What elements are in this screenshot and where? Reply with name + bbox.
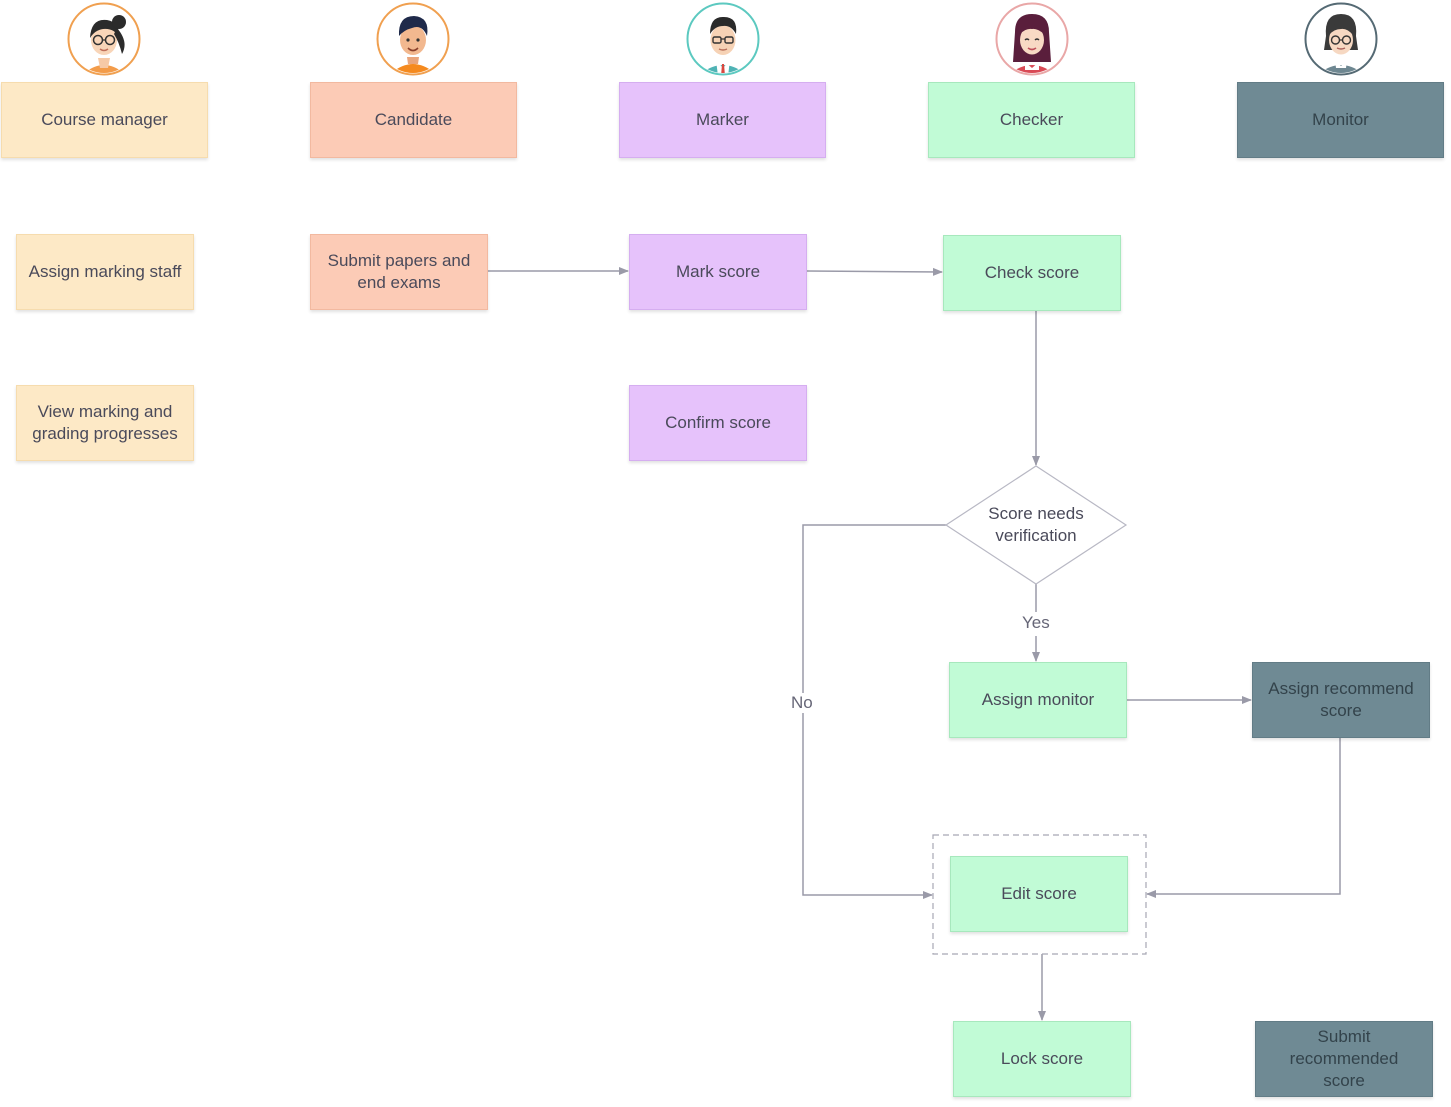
node-label: Submit papers and end exams	[327, 251, 471, 292]
node-view-progress[interactable]: View marking and grading progresses	[16, 385, 194, 461]
node-label: Submit recommended score	[1289, 1027, 1399, 1090]
node-label: Assign marking staff	[28, 262, 182, 281]
woman-with-glasses-dark-avatar	[1304, 2, 1378, 76]
node-mark-score[interactable]: Mark score	[629, 234, 807, 310]
lane-header-candidate: Candidate	[310, 82, 517, 158]
woman-with-glasses-avatar	[67, 2, 141, 76]
lane-header-label: Marker	[696, 110, 749, 129]
decision-label[interactable]: Score needs verification	[988, 504, 1084, 545]
node-confirm-score[interactable]: Confirm score	[629, 385, 807, 461]
node-submit-recommended-score[interactable]: Submit recommended score	[1255, 1021, 1433, 1097]
node-label: Assign recommend score	[1268, 679, 1414, 720]
node-check-score[interactable]: Check score	[943, 235, 1121, 311]
node-submit-papers[interactable]: Submit papers and end exams	[310, 234, 488, 310]
node-label: View marking and grading progresses	[32, 402, 178, 443]
edge-label-yes: Yes	[1020, 613, 1052, 633]
node-label: Lock score	[1000, 1049, 1084, 1068]
node-label: Check score	[984, 263, 1080, 282]
man-with-glasses-avatar	[686, 2, 760, 76]
lane-header-label: Candidate	[374, 110, 453, 129]
lane-header-label: Course manager	[41, 110, 168, 129]
young-man-avatar	[376, 2, 450, 76]
lane-header-label: Monitor	[1312, 110, 1369, 129]
edge-label-no: No	[789, 693, 815, 713]
node-label: Confirm score	[665, 413, 771, 432]
edge-decision-no	[802, 524, 946, 899]
woman-avatar	[995, 2, 1069, 76]
lane-header-course-manager: Course manager	[1, 82, 208, 158]
node-edit-score[interactable]: Edit score	[950, 856, 1128, 932]
lane-header-checker: Checker	[928, 82, 1135, 158]
node-label: Assign monitor	[981, 690, 1095, 709]
node-label: Edit score	[1001, 884, 1077, 903]
node-assign-marking-staff[interactable]: Assign marking staff	[16, 234, 194, 310]
node-assign-monitor[interactable]: Assign monitor	[949, 662, 1127, 738]
node-label: Mark score	[675, 262, 761, 281]
lane-header-monitor: Monitor	[1237, 82, 1444, 158]
node-lock-score[interactable]: Lock score	[953, 1021, 1131, 1097]
edge-mark-to-check	[806, 267, 943, 276]
decision-diamond	[944, 465, 1128, 585]
edge-recommend-to-edit	[1146, 738, 1341, 898]
lane-header-marker: Marker	[619, 82, 826, 158]
edit-score-group-frame	[932, 834, 1147, 955]
node-assign-recommend-score[interactable]: Assign recommend score	[1252, 662, 1430, 738]
lane-header-label: Checker	[999, 110, 1064, 129]
